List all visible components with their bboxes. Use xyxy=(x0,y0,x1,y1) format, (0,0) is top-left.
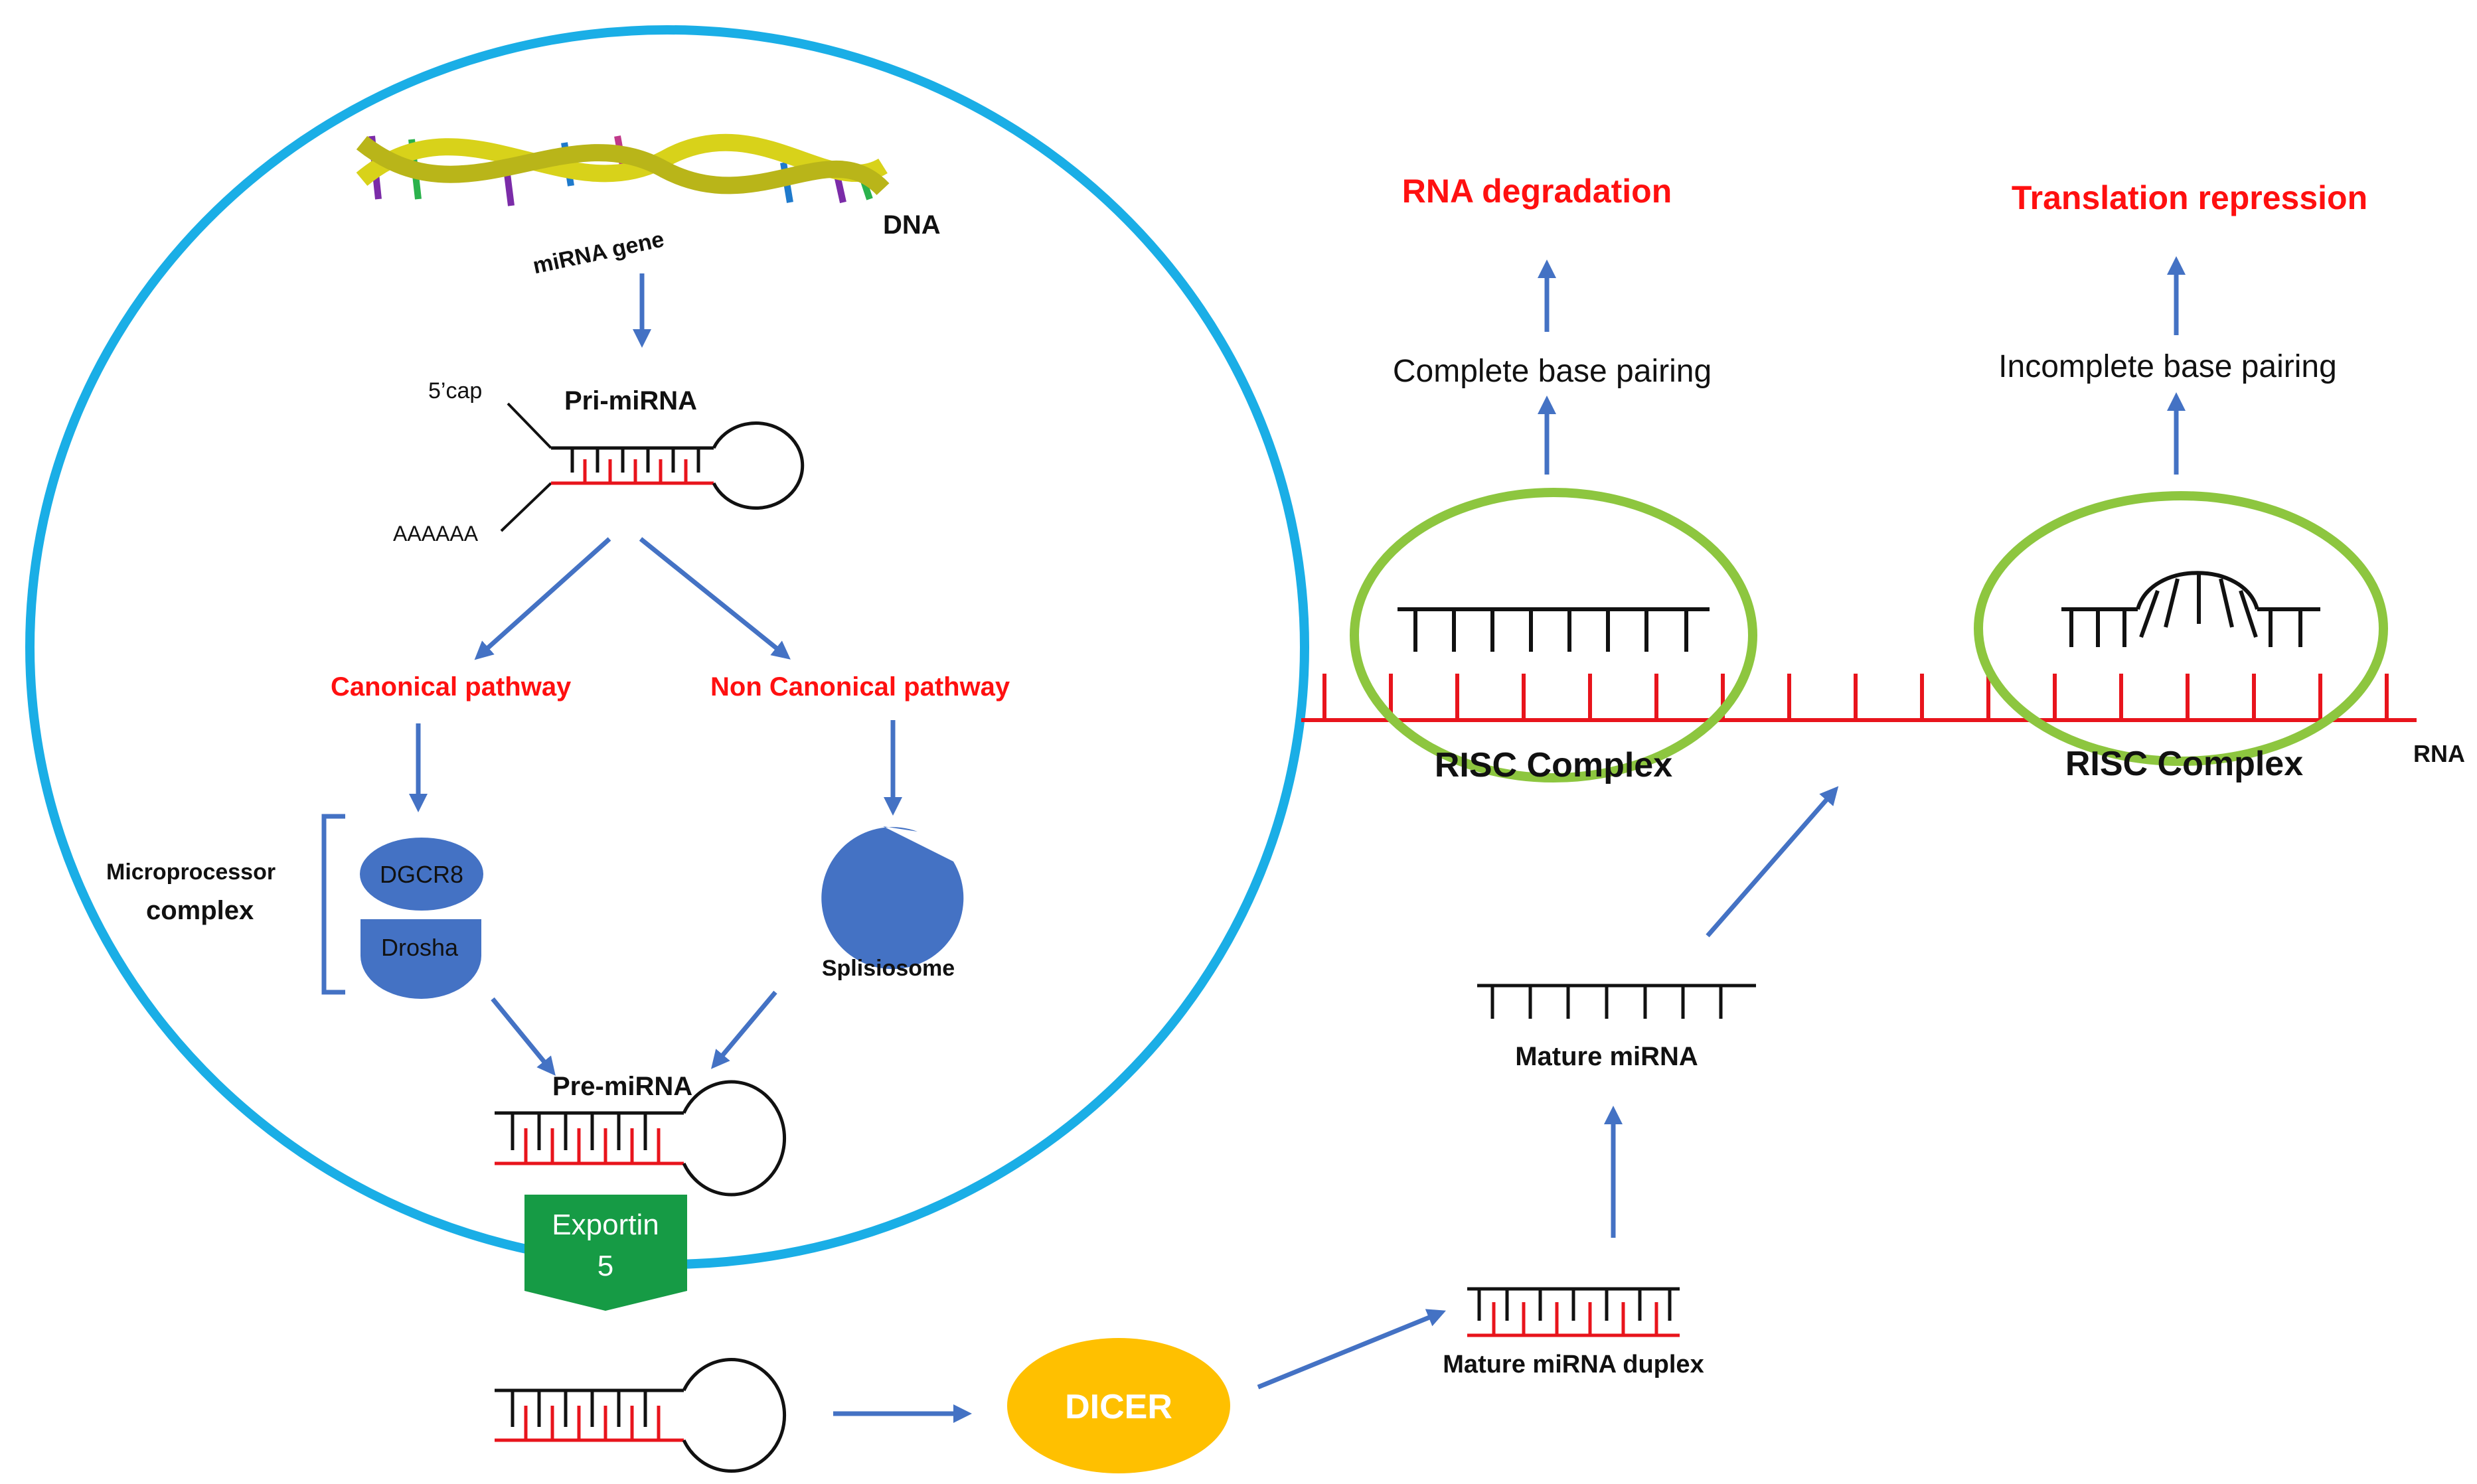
spliceosome-label: Splisiosome xyxy=(822,956,955,981)
noncanonical-pathway-label: Non Canonical pathway xyxy=(710,672,1010,702)
dicer-enzyme xyxy=(1007,1338,1230,1473)
rna-degradation-label: RNA degradation xyxy=(1402,173,1672,210)
exportin-label-line2: 5 xyxy=(598,1250,613,1282)
arrow-to-canonical xyxy=(474,537,611,660)
microprocessor-label-line1: Microprocessor xyxy=(106,859,276,885)
drosha-protein xyxy=(360,919,481,999)
dgcr8-protein xyxy=(360,838,483,911)
arrow-to-noncanonical xyxy=(639,537,791,660)
risc-left-ring xyxy=(1350,488,1757,782)
risc-left-mirna xyxy=(1398,607,1710,652)
risc-right-ring xyxy=(1974,491,2388,766)
pre-mirna-label: Pre-miRNA xyxy=(552,1072,692,1101)
five-cap-label: 5’cap xyxy=(428,378,482,404)
microprocessor-bracket xyxy=(321,814,345,995)
translation-repression-label: Translation repression xyxy=(2012,179,2367,216)
dna-helix xyxy=(356,133,890,206)
incomplete-pairing-label: Incomplete base pairing xyxy=(1998,349,2337,384)
complete-pairing-label: Complete base pairing xyxy=(1393,354,1712,389)
spliceosome-shape xyxy=(821,826,964,970)
mirna-gene-label: miRNA gene xyxy=(530,226,666,279)
mature-mirna-strand xyxy=(1477,984,1756,1019)
arrow-dicer-to-duplex xyxy=(1257,1309,1446,1390)
rna-label: RNA xyxy=(2413,740,2465,767)
pri-mirna-hairpin xyxy=(500,402,805,532)
dna-label: DNA xyxy=(883,210,941,240)
dicer-label: DICER xyxy=(1065,1388,1172,1426)
risc-right-mirna xyxy=(2061,571,2320,647)
microprocessor-label-line2: complex xyxy=(146,896,254,925)
drosha-label: Drosha xyxy=(381,934,459,961)
mature-duplex-label: Mature miRNA duplex xyxy=(1443,1351,1704,1378)
arrow-spliceosome-to-pre xyxy=(711,990,777,1069)
exportin-5-shape xyxy=(524,1195,687,1311)
dna-strand-b xyxy=(356,135,890,196)
polya-label: AAAAAA xyxy=(393,522,479,546)
pri-mirna-label: Pri-miRNA xyxy=(564,386,697,415)
target-rna-strand xyxy=(1301,674,2417,722)
dgcr8-label: DGCR8 xyxy=(380,861,463,888)
arrow-mature-to-rna xyxy=(1706,786,1839,938)
exported-pre-mirna-hairpin xyxy=(495,1358,787,1473)
risc-left-label: RISC Complex xyxy=(1435,746,1672,784)
mature-mirna-duplex xyxy=(1467,1287,1680,1337)
risc-right-label: RISC Complex xyxy=(2065,745,2303,783)
exportin-label-line1: Exportin xyxy=(552,1209,659,1241)
pre-mirna-hairpin xyxy=(495,1080,787,1197)
arrow-microprocessor-to-pre xyxy=(491,997,556,1076)
canonical-pathway-label: Canonical pathway xyxy=(331,672,572,702)
mature-mirna-label: Mature miRNA xyxy=(1515,1042,1698,1071)
